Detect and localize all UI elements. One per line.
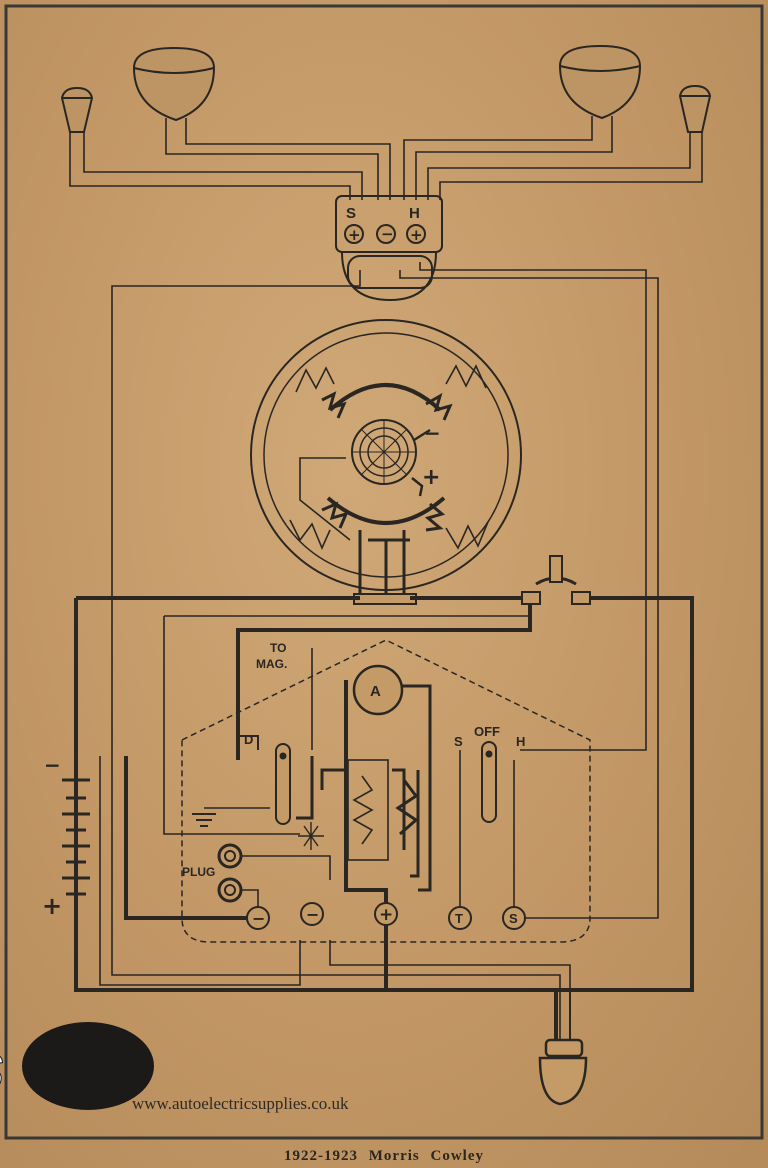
battery-plus: + [42, 892, 62, 920]
side-lamp-right [678, 84, 712, 133]
thin-wiring [99, 262, 659, 1040]
outer-frame [4, 4, 764, 1140]
side-lamp-left [60, 86, 94, 133]
terminal-s: S [509, 911, 518, 926]
ammeter-label: A [370, 683, 381, 700]
dynamo-plus: + [422, 465, 440, 490]
switch-label-s: S [346, 205, 356, 222]
label-h-right: H [516, 734, 525, 749]
label-s-right: S [454, 734, 463, 749]
switch-terminal-plus-left: + [348, 226, 361, 244]
terminal-minus-2: − [306, 905, 319, 924]
switch-label-h: H [409, 205, 420, 222]
switch-terminal-minus: − [381, 225, 394, 243]
terminal-t: T [455, 911, 463, 926]
label-mag: MAG. [256, 657, 287, 671]
head-lamp-right [558, 44, 642, 120]
lighting-switch-head [335, 195, 443, 302]
lamp-wiring [69, 116, 703, 200]
label-off: OFF [474, 724, 500, 739]
cutout [521, 555, 591, 605]
head-lamp-left [132, 46, 216, 122]
aes-logo: AES [0, 1022, 154, 1110]
diagram-caption: 1922-1923 Morris Cowley [284, 1148, 484, 1164]
website-url: www.autoelectricsupplies.co.uk [132, 1094, 349, 1113]
heavy-wiring [74, 596, 694, 992]
dynamo [250, 319, 522, 605]
control-panel [181, 639, 591, 943]
battery [62, 778, 90, 896]
horn [538, 990, 588, 1106]
dynamo-minus: − [424, 421, 441, 445]
terminal-minus-1: − [252, 909, 265, 928]
terminal-plus: + [379, 905, 393, 925]
label-to: TO [270, 641, 286, 655]
switch-terminal-plus-right: + [410, 226, 423, 244]
label-d: D [244, 732, 253, 747]
battery-minus: − [44, 753, 61, 777]
label-plug: PLUG [182, 865, 215, 879]
lamps [60, 44, 712, 133]
